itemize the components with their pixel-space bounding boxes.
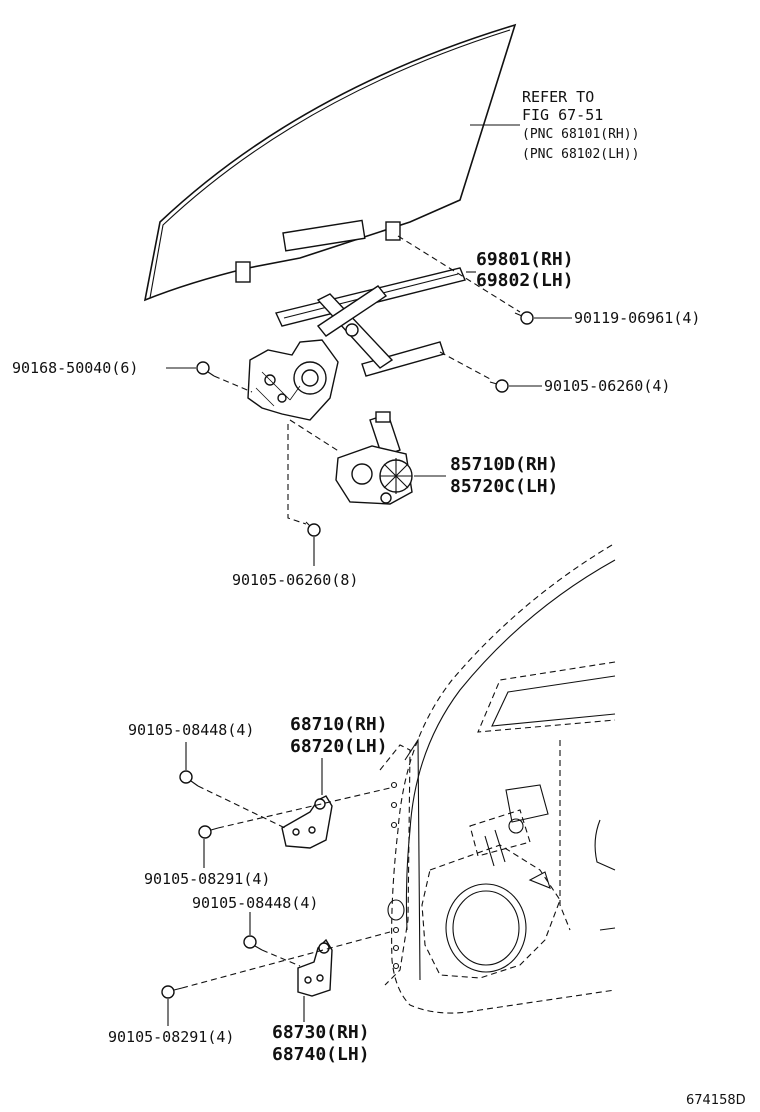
bolt-90105-06260-4[interactable]	[489, 379, 509, 393]
bolt-90105-08448-bottom[interactable]	[243, 935, 263, 951]
label-bolt-08448-top: 90105-08448(4)	[128, 721, 254, 739]
label-bolt-90105-06260-8: 90105-06260(8)	[232, 571, 358, 589]
label-bolt-90105-06260-4: 90105-06260(4)	[544, 377, 670, 395]
label-bolt-08448-bottom: 90105-08448(4)	[192, 894, 318, 912]
label-motor-lh: 85720C(LH)	[450, 476, 558, 497]
bolt-08291-bottom-dashed-guide	[181, 931, 391, 989]
label-bolt-90168: 90168-50040(6)	[12, 359, 138, 377]
label-bolt-08291-top: 90105-08291(4)	[144, 870, 270, 888]
figure-id: 674158D	[686, 1093, 746, 1108]
refer-line-3: (PNC 68101(RH))	[522, 127, 639, 142]
label-hinge-lower-rh: 68730(RH)	[272, 1022, 370, 1043]
bolt-90105-08291-bottom[interactable]	[161, 985, 183, 999]
label-regulator-lh: 69802(LH)	[476, 270, 574, 291]
door-glass[interactable]	[143, 23, 517, 302]
bolt-90168-dashed-guide	[213, 375, 253, 393]
lower-hinge[interactable]	[297, 938, 333, 997]
label-hinge-upper-lh: 68720(LH)	[290, 736, 388, 757]
refer-line-4: (PNC 68102(LH))	[522, 147, 639, 162]
refer-line-2: FIG 67-51	[522, 106, 603, 124]
bolt-90119-06961[interactable]	[514, 311, 534, 325]
label-hinge-lower-lh: 68740(LH)	[272, 1044, 370, 1065]
label-motor-rh: 85710D(RH)	[450, 454, 558, 475]
bolt-90105-06260-4-dashed-guide	[439, 351, 493, 381]
bolt-90119-dashed-guide	[397, 235, 521, 313]
bolt-08448-top-dashed-guide	[197, 785, 286, 829]
label-hinge-upper-rh: 68710(RH)	[290, 714, 388, 735]
label-regulator-rh: 69801(RH)	[476, 249, 574, 270]
bolt-90105-06260-8-dashed-guide	[287, 424, 307, 525]
bolt-08448-bottom-dashed-guide	[261, 949, 301, 967]
bolt-90105-08291-top[interactable]	[198, 825, 219, 839]
label-bolt-08291-bottom: 90105-08291(4)	[108, 1028, 234, 1046]
window-motor[interactable]	[335, 411, 413, 505]
bolt-90105-06260-8[interactable]	[305, 521, 321, 537]
refer-line-1: REFER TO	[522, 88, 594, 106]
door-shell[interactable]	[379, 544, 616, 1014]
bolt-90105-08448-top[interactable]	[179, 770, 199, 787]
upper-hinge[interactable]	[281, 795, 333, 849]
bolt-90168-50040[interactable]	[196, 361, 215, 377]
label-bolt-90119: 90119-06961(4)	[574, 309, 700, 327]
window-regulator[interactable]	[247, 267, 466, 421]
motor-dashed-guide	[289, 419, 341, 453]
